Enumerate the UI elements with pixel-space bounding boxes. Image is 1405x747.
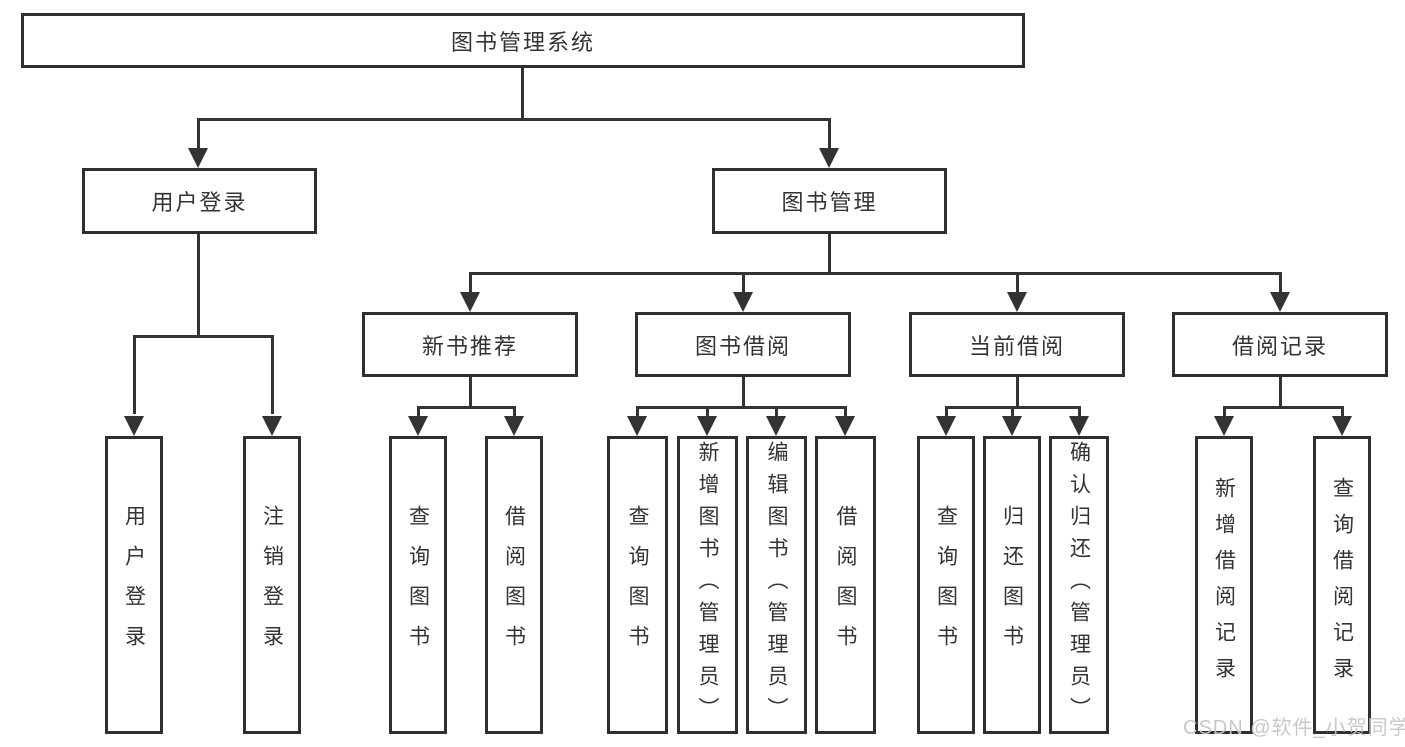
connector-book-management-vertical bbox=[828, 234, 831, 274]
connector-stem bbox=[1078, 406, 1081, 416]
connector-nbr-vertical bbox=[469, 377, 472, 408]
arrow-down-icon bbox=[124, 416, 144, 436]
connector-stem bbox=[775, 406, 778, 416]
connector-stem-book-borrowing bbox=[742, 275, 745, 292]
arrow-down-icon bbox=[627, 416, 647, 436]
leaf-label: 归还图书 bbox=[1000, 505, 1024, 665]
node-label: 新书推荐 bbox=[421, 333, 518, 359]
leaf-logout: 注销登录 bbox=[243, 436, 301, 734]
leaf-label: 注销登录 bbox=[260, 505, 284, 665]
connector-stem-leaf-logout bbox=[271, 338, 274, 414]
connector-stem bbox=[417, 406, 420, 416]
leaf-bb-add-book-admin: 新增图书（管理员） bbox=[677, 436, 738, 734]
arrow-down-icon bbox=[1332, 416, 1352, 436]
node-label: 图书管理 bbox=[781, 190, 878, 215]
connector-level3-horizontal bbox=[469, 272, 1282, 275]
leaf-br-add-record: 新增借阅记录 bbox=[1195, 436, 1253, 734]
leaf-bb-query-book: 查询图书 bbox=[607, 436, 668, 734]
arrow-down-icon bbox=[733, 292, 753, 312]
leaf-user-login: 用户登录 bbox=[105, 436, 163, 734]
node-current-borrowing: 当前借阅 bbox=[909, 312, 1125, 377]
leaf-cb-confirm-return-admin: 确认归还（管理员） bbox=[1049, 436, 1109, 734]
connector-stem bbox=[706, 406, 709, 416]
arrow-down-icon bbox=[766, 416, 786, 436]
arrow-down-icon bbox=[1007, 292, 1027, 312]
leaf-cb-return-book: 归还图书 bbox=[983, 436, 1041, 734]
arrow-down-icon bbox=[697, 416, 717, 436]
connector-stem-leaf-user-login bbox=[133, 338, 136, 414]
node-label: 用户登录 bbox=[151, 190, 248, 215]
connector-br-vertical bbox=[1279, 377, 1282, 408]
node-user-login: 用户登录 bbox=[82, 168, 317, 234]
node-label: 图书管理系统 bbox=[450, 29, 595, 55]
connector-stem-book-management bbox=[828, 118, 831, 148]
leaf-cb-query-book: 查询图书 bbox=[917, 436, 975, 734]
leaf-bb-edit-book-admin: 编辑图书（管理员） bbox=[746, 436, 807, 734]
leaf-label: 确认归还（管理员） bbox=[1067, 441, 1091, 729]
leaf-label: 查询借阅记录 bbox=[1330, 477, 1354, 693]
connector-stem bbox=[1011, 406, 1014, 416]
node-borrowing-records: 借阅记录 bbox=[1172, 312, 1388, 377]
connector-stem bbox=[636, 406, 639, 416]
arrow-down-icon bbox=[1069, 416, 1089, 436]
leaf-label: 借阅图书 bbox=[834, 505, 857, 665]
node-root-library-management-system: 图书管理系统 bbox=[21, 13, 1025, 68]
csdn-watermark: CSDN @软件_小贺同学 bbox=[1183, 717, 1405, 739]
node-label: 图书借阅 bbox=[694, 333, 791, 359]
arrow-down-icon bbox=[1002, 416, 1022, 436]
node-book-borrowing: 图书借阅 bbox=[635, 312, 851, 377]
connector-cb-vertical bbox=[1016, 377, 1019, 408]
connector-stem-current-borrowing bbox=[1016, 275, 1019, 292]
leaf-label: 借阅图书 bbox=[502, 505, 526, 665]
arrow-down-icon bbox=[936, 416, 956, 436]
arrow-down-icon bbox=[819, 148, 839, 168]
connector-root-horizontal bbox=[197, 118, 831, 121]
leaf-nbr-query-book: 查询图书 bbox=[389, 436, 447, 734]
connector-root-vertical bbox=[521, 68, 524, 120]
connector-stem bbox=[1341, 406, 1344, 416]
arrow-down-icon bbox=[835, 416, 855, 436]
arrow-down-icon bbox=[460, 292, 480, 312]
leaf-label: 用户登录 bbox=[122, 505, 146, 665]
leaf-label: 查询图书 bbox=[934, 505, 958, 665]
arrow-down-icon bbox=[188, 148, 208, 168]
leaf-label: 新增图书（管理员） bbox=[696, 441, 719, 729]
connector-stem-borrowing-records bbox=[1279, 275, 1282, 292]
leaf-nbr-borrow-book: 借阅图书 bbox=[485, 436, 543, 734]
connector-nbr-horizontal bbox=[417, 406, 516, 409]
connector-user-login-horizontal bbox=[133, 335, 274, 338]
arrow-down-icon bbox=[1270, 292, 1290, 312]
leaf-label: 查询图书 bbox=[626, 505, 649, 665]
node-label: 当前借阅 bbox=[968, 333, 1065, 359]
connector-stem bbox=[844, 406, 847, 416]
leaf-label: 编辑图书（管理员） bbox=[765, 441, 788, 729]
connector-stem bbox=[945, 406, 948, 416]
connector-stem bbox=[513, 406, 516, 416]
arrow-down-icon bbox=[408, 416, 428, 436]
node-book-management: 图书管理 bbox=[712, 168, 947, 234]
leaf-br-query-record: 查询借阅记录 bbox=[1313, 436, 1371, 734]
connector-stem bbox=[1223, 406, 1226, 416]
connector-bb-horizontal bbox=[636, 406, 847, 409]
arrow-down-icon bbox=[1214, 416, 1234, 436]
connector-user-login-vertical bbox=[197, 234, 200, 337]
connector-stem-user-login bbox=[197, 118, 200, 148]
node-new-book-recommendation: 新书推荐 bbox=[362, 312, 578, 377]
arrow-down-icon bbox=[504, 416, 524, 436]
leaf-bb-borrow-book: 借阅图书 bbox=[815, 436, 876, 734]
connector-stem-new-book-recommendation bbox=[469, 275, 472, 292]
leaf-label: 查询图书 bbox=[406, 505, 430, 665]
connector-br-horizontal bbox=[1223, 406, 1344, 409]
arrow-down-icon bbox=[262, 416, 282, 436]
node-label: 借阅记录 bbox=[1231, 333, 1328, 359]
leaf-label: 新增借阅记录 bbox=[1212, 477, 1236, 693]
connector-bb-vertical bbox=[742, 377, 745, 408]
